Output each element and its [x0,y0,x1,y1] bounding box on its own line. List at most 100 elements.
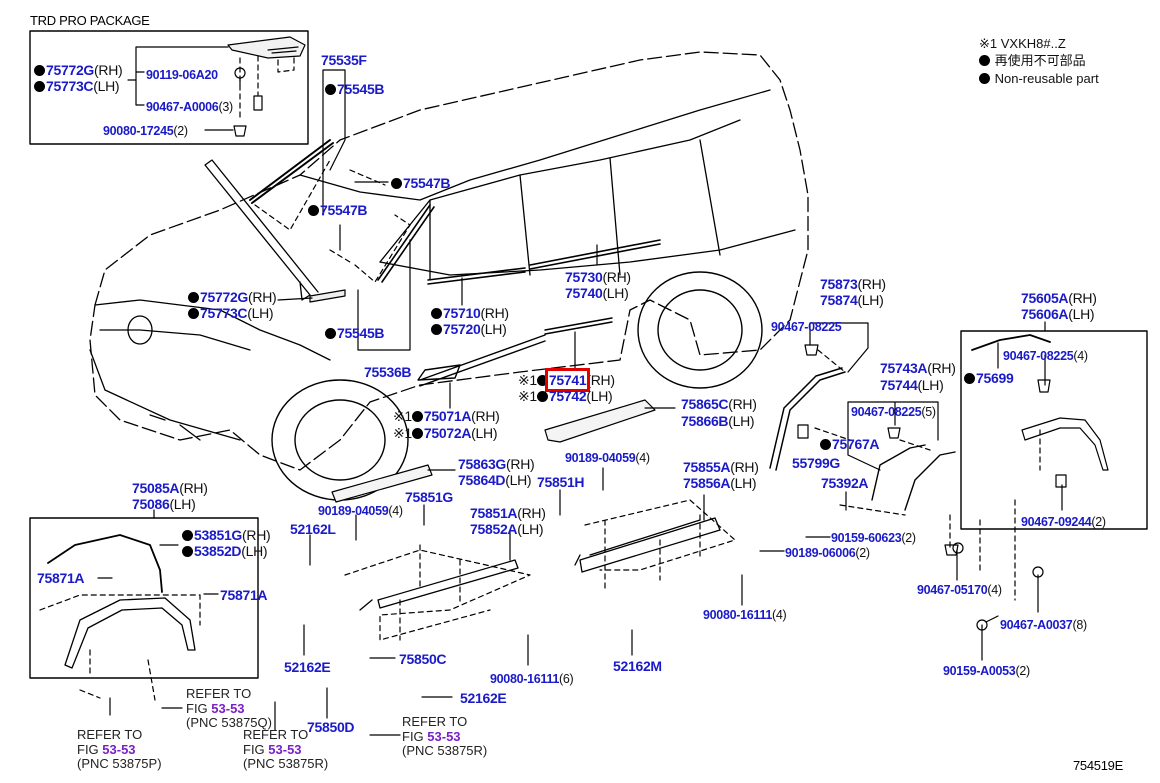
part-label-75865C[interactable]: 75865C(RH) [681,396,757,412]
part-label-53852D[interactable]: 53852D(LH) [182,543,268,559]
part-label-75851A[interactable]: 75851A(RH) [470,505,546,521]
part-label-75863G[interactable]: 75863G(RH) [458,456,535,472]
non-reusable-dot-icon [391,178,402,189]
part-label-90467-05170[interactable]: 90467-05170(4) [917,583,1002,597]
part-label-52162E-a[interactable]: 52162E [284,659,331,675]
part-label-75744[interactable]: 75744(LH) [880,377,944,393]
fig-link-53-53[interactable]: 53-53 [268,741,302,757]
part-label-75850D[interactable]: 75850D [307,719,355,735]
mudflap-box [960,330,1148,530]
part-label-90159-A0053[interactable]: 90159-A0053(2) [943,664,1030,678]
badge-arrow [204,159,319,301]
front-flare-box [29,517,259,679]
part-label-90189-06006[interactable]: 90189-06006(2) [785,546,870,560]
part-label-75874[interactable]: 75874(LH) [820,292,884,308]
part-label-75535F[interactable]: 75535F [321,52,367,68]
part-label-75873[interactable]: 75873(RH) [820,276,886,292]
non-reusable-dot-icon [411,428,423,439]
non-reusable-dot-icon [34,81,45,92]
part-label-75699[interactable]: 75699 [964,370,1014,386]
part-label-75392A[interactable]: 75392A [821,475,869,491]
part-label-75851H[interactable]: 75851H [537,474,585,490]
part-label-75605A[interactable]: 75605A(RH) [1021,290,1097,306]
part-label-53851G[interactable]: 53851G(RH) [182,527,271,543]
part-label-75773C[interactable]: 75773C(LH) [188,305,274,321]
part-label-52162M[interactable]: 52162M [613,658,662,674]
fig-link-53-53[interactable]: 53-53 [102,741,136,757]
part-label-75606A[interactable]: 75606A(LH) [1021,306,1095,322]
leader-75547B [339,181,389,251]
part-label-75545B-top[interactable]: 75545B [325,81,385,97]
non-reusable-dot-icon [34,65,45,76]
section-title: TRD PRO PACKAGE [30,13,150,28]
hood-scoop-illustration [227,36,306,59]
part-label-75547B-a[interactable]: 75547B [391,175,451,191]
part-label-55799G[interactable]: 55799G [792,455,841,471]
part-label-90467-08225[interactable]: 90467-08225 [771,320,842,334]
non-reusable-dot-icon [325,84,336,95]
part-label-75773C-trd[interactable]: 75773C(LH) [34,78,120,94]
part-label-75850C[interactable]: 75850C [399,651,447,667]
part-label-90080-17245[interactable]: 90080-17245(2) [103,124,188,138]
part-label-75851G[interactable]: 75851G [405,489,454,505]
figure-id: 754519E [1073,758,1123,773]
part-label-75086[interactable]: 75086(LH) [132,496,196,512]
part-label-90159-60623[interactable]: 90159-60623(2) [831,531,916,545]
non-reusable-dot-icon [536,375,548,386]
part-label-75871A-left[interactable]: 75871A [37,570,85,586]
part-label-90467-08225-4[interactable]: 90467-08225(4) [1003,349,1088,363]
part-label-75730[interactable]: 75730(RH) [565,269,631,285]
non-reusable-dot-icon [325,328,336,339]
part-label-52162L[interactable]: 52162L [290,521,336,537]
part-label-75743A[interactable]: 75743A(RH) [880,360,956,376]
running-board-rear-dashed [584,499,736,591]
fender-badge [309,289,346,303]
part-label-90467-08225-5[interactable]: 90467-08225(5) [851,405,936,419]
leader-75873 [809,322,869,373]
non-reusable-dot-icon [188,308,199,319]
highlighted-part-75741[interactable]: 75741 [544,368,591,392]
part-label-75710[interactable]: 75710(RH) [431,305,509,321]
part-label-75852A[interactable]: 75852A(LH) [470,521,544,537]
vehicle-body-outline [89,51,809,471]
part-label-90189-04059-b[interactable]: 90189-04059(4) [318,504,403,518]
part-label-90467-A0006[interactable]: 90467-A0006(3) [146,100,233,114]
part-label-90119-06A20[interactable]: 90119-06A20 [146,68,218,82]
part-label-75720[interactable]: 75720(LH) [431,321,507,337]
running-board-front-dashed [344,544,531,641]
leader-pillar-75536B [357,239,411,351]
part-label-75740[interactable]: 75740(LH) [565,285,629,301]
rear-flare-dashed-guides [814,349,1041,601]
part-label-75536B[interactable]: 75536B [364,364,412,380]
part-label-75085A[interactable]: 75085A(RH) [132,480,208,496]
part-label-75871A-right[interactable]: 75871A [220,587,268,603]
part-label-75772G-trd[interactable]: 75772G(RH) [34,62,123,78]
part-label-75864D[interactable]: 75864D(LH) [458,472,532,488]
part-label-75547B-b[interactable]: 75547B [308,202,368,218]
part-label-75767A[interactable]: 75767A [820,436,880,452]
non-reusable-dot-icon [411,411,423,422]
part-label-90189-04059-a[interactable]: 90189-04059(4) [565,451,650,465]
part-label-75772G[interactable]: 75772G(RH) [188,289,277,305]
leader-trd [127,46,229,106]
part-label-90080-16111-4[interactable]: 90080-16111(4) [703,608,787,622]
part-label-90467-A0037[interactable]: 90467-A0037(8) [1000,618,1087,632]
part-label-75855A[interactable]: 75855A(RH) [683,459,759,475]
fig-link-53-53[interactable]: 53-53 [211,700,245,716]
part-label-90080-16111-6[interactable]: 90080-16111(6) [490,672,574,686]
part-label-52162E-b[interactable]: 52162E [460,690,507,706]
part-label-90467-09244[interactable]: 90467-09244(2) [1021,515,1106,529]
front-flare-seal [47,534,163,593]
fig-link-53-53[interactable]: 53-53 [427,728,461,744]
non-reusable-dot-icon [979,73,990,84]
part-label-75545B-low[interactable]: 75545B [325,325,385,341]
part-label-75856A[interactable]: 75856A(LH) [683,475,757,491]
part-label-75866B[interactable]: 75866B(LH) [681,413,755,429]
